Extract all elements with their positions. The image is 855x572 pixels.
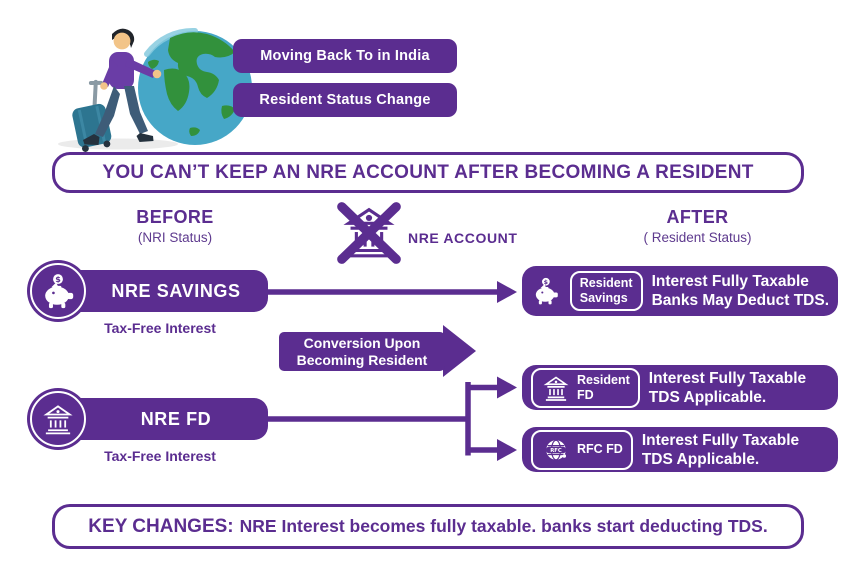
after-header: AFTER ( Resident Status) xyxy=(615,207,780,245)
arrowhead-resident-fd xyxy=(497,376,517,399)
resident-fd-text-line1: Interest Fully Taxable xyxy=(648,369,807,387)
arrowhead-savings xyxy=(497,281,517,303)
nre-fd-label: NRE FD xyxy=(140,408,212,429)
rfc-fd-text: Interest Fully Taxable TDS Applicable. xyxy=(642,431,799,469)
svg-text:$: $ xyxy=(55,275,61,284)
ground-shadow xyxy=(58,138,178,150)
bank-icon xyxy=(543,375,569,401)
resident-fd-text: Interest Fully Taxable TDS Applicable. xyxy=(649,369,806,407)
title-banner: YOU CAN’T KEEP AN NRE ACCOUNT AFTER BECO… xyxy=(52,152,804,193)
resident-savings-tag-line1: Resident xyxy=(579,276,633,290)
after-sublabel: ( Resident Status) xyxy=(643,230,752,245)
conversion-arrowhead xyxy=(443,325,476,377)
bank-icon xyxy=(30,391,86,447)
conversion-line1: Conversion Upon xyxy=(303,334,421,351)
rfc-fd-row: RFC RFC FD Interest Fully Taxable TDS Ap… xyxy=(522,427,838,472)
svg-text:RFC: RFC xyxy=(550,448,562,454)
after-label: AFTER xyxy=(666,207,729,227)
before-header: BEFORE (NRI Status) xyxy=(95,207,255,245)
nre-savings-note: Tax-Free Interest xyxy=(104,320,216,336)
key-changes-prefix: KEY CHANGES: xyxy=(88,515,234,537)
before-sublabel: (NRI Status) xyxy=(137,230,213,245)
nre-account-label: NRE ACCOUNT xyxy=(408,230,518,246)
resident-fd-tag-line2: FD xyxy=(577,387,594,402)
resident-savings-tag-line2: Savings xyxy=(579,291,628,305)
crossed-bank-icon xyxy=(337,202,401,264)
resident-fd-tag: Resident FD xyxy=(531,367,640,408)
nre-savings-pill: NRE SAVINGS xyxy=(46,270,268,312)
ribbon-resident-status-label: Resident Status Change xyxy=(259,92,431,108)
piggy-bank-icon: $ xyxy=(535,277,558,305)
globe-icon xyxy=(138,27,252,145)
rfc-fd-tag-line1: RFC FD xyxy=(577,442,623,456)
conversion-arrow: Conversion Upon Becoming Resident xyxy=(279,325,477,378)
before-label: BEFORE xyxy=(136,207,214,227)
ribbon-resident-status: Resident Status Change xyxy=(233,83,457,117)
rfc-fd-text-line1: Interest Fully Taxable xyxy=(641,431,800,449)
traveler-globe-illustration xyxy=(58,27,252,152)
resident-fd-text-line2: TDS Applicable. xyxy=(648,388,767,406)
resident-savings-tag: Resident Savings xyxy=(569,271,643,311)
key-changes-banner: KEY CHANGES: NRE Interest becomes fully … xyxy=(52,504,804,549)
rfc-fd-text-line2: TDS Applicable. xyxy=(641,450,760,468)
ribbon-moving-back-label: Moving Back To in India xyxy=(260,48,430,64)
suitcase-icon xyxy=(72,79,112,152)
resident-savings-text-line1: Interest Fully Taxable xyxy=(651,273,809,290)
piggy-bank-icon: $ xyxy=(30,263,86,319)
arrowhead-rfc-fd xyxy=(497,439,517,461)
resident-fd-row: Resident FD Interest Fully Taxable TDS A… xyxy=(522,365,838,410)
nre-fd-note: Tax-Free Interest xyxy=(104,448,216,464)
resident-savings-row: $ Resident Savings Interest Fully Taxabl… xyxy=(522,266,838,316)
traveler-illustration xyxy=(72,28,162,152)
resident-savings-text-line2: Banks May Deduct TDS. xyxy=(651,292,829,309)
resident-savings-text: Interest Fully Taxable Banks May Deduct … xyxy=(652,272,829,310)
resident-fd-tag-line1: Resident xyxy=(577,372,630,387)
ribbon-moving-back: Moving Back To in India xyxy=(233,39,457,73)
page-title: YOU CAN’T KEEP AN NRE ACCOUNT AFTER BECO… xyxy=(102,161,754,183)
conversion-arrow-body: Conversion Upon Becoming Resident xyxy=(279,332,445,371)
conversion-line2: Becoming Resident xyxy=(296,351,428,368)
rfc-fd-tag: RFC RFC FD xyxy=(531,429,633,470)
nre-savings-label: NRE SAVINGS xyxy=(111,280,241,301)
key-changes-text: NRE Interest becomes fully taxable. bank… xyxy=(239,516,768,536)
svg-text:$: $ xyxy=(544,279,548,286)
rfc-globe-icon: RFC xyxy=(545,439,567,460)
